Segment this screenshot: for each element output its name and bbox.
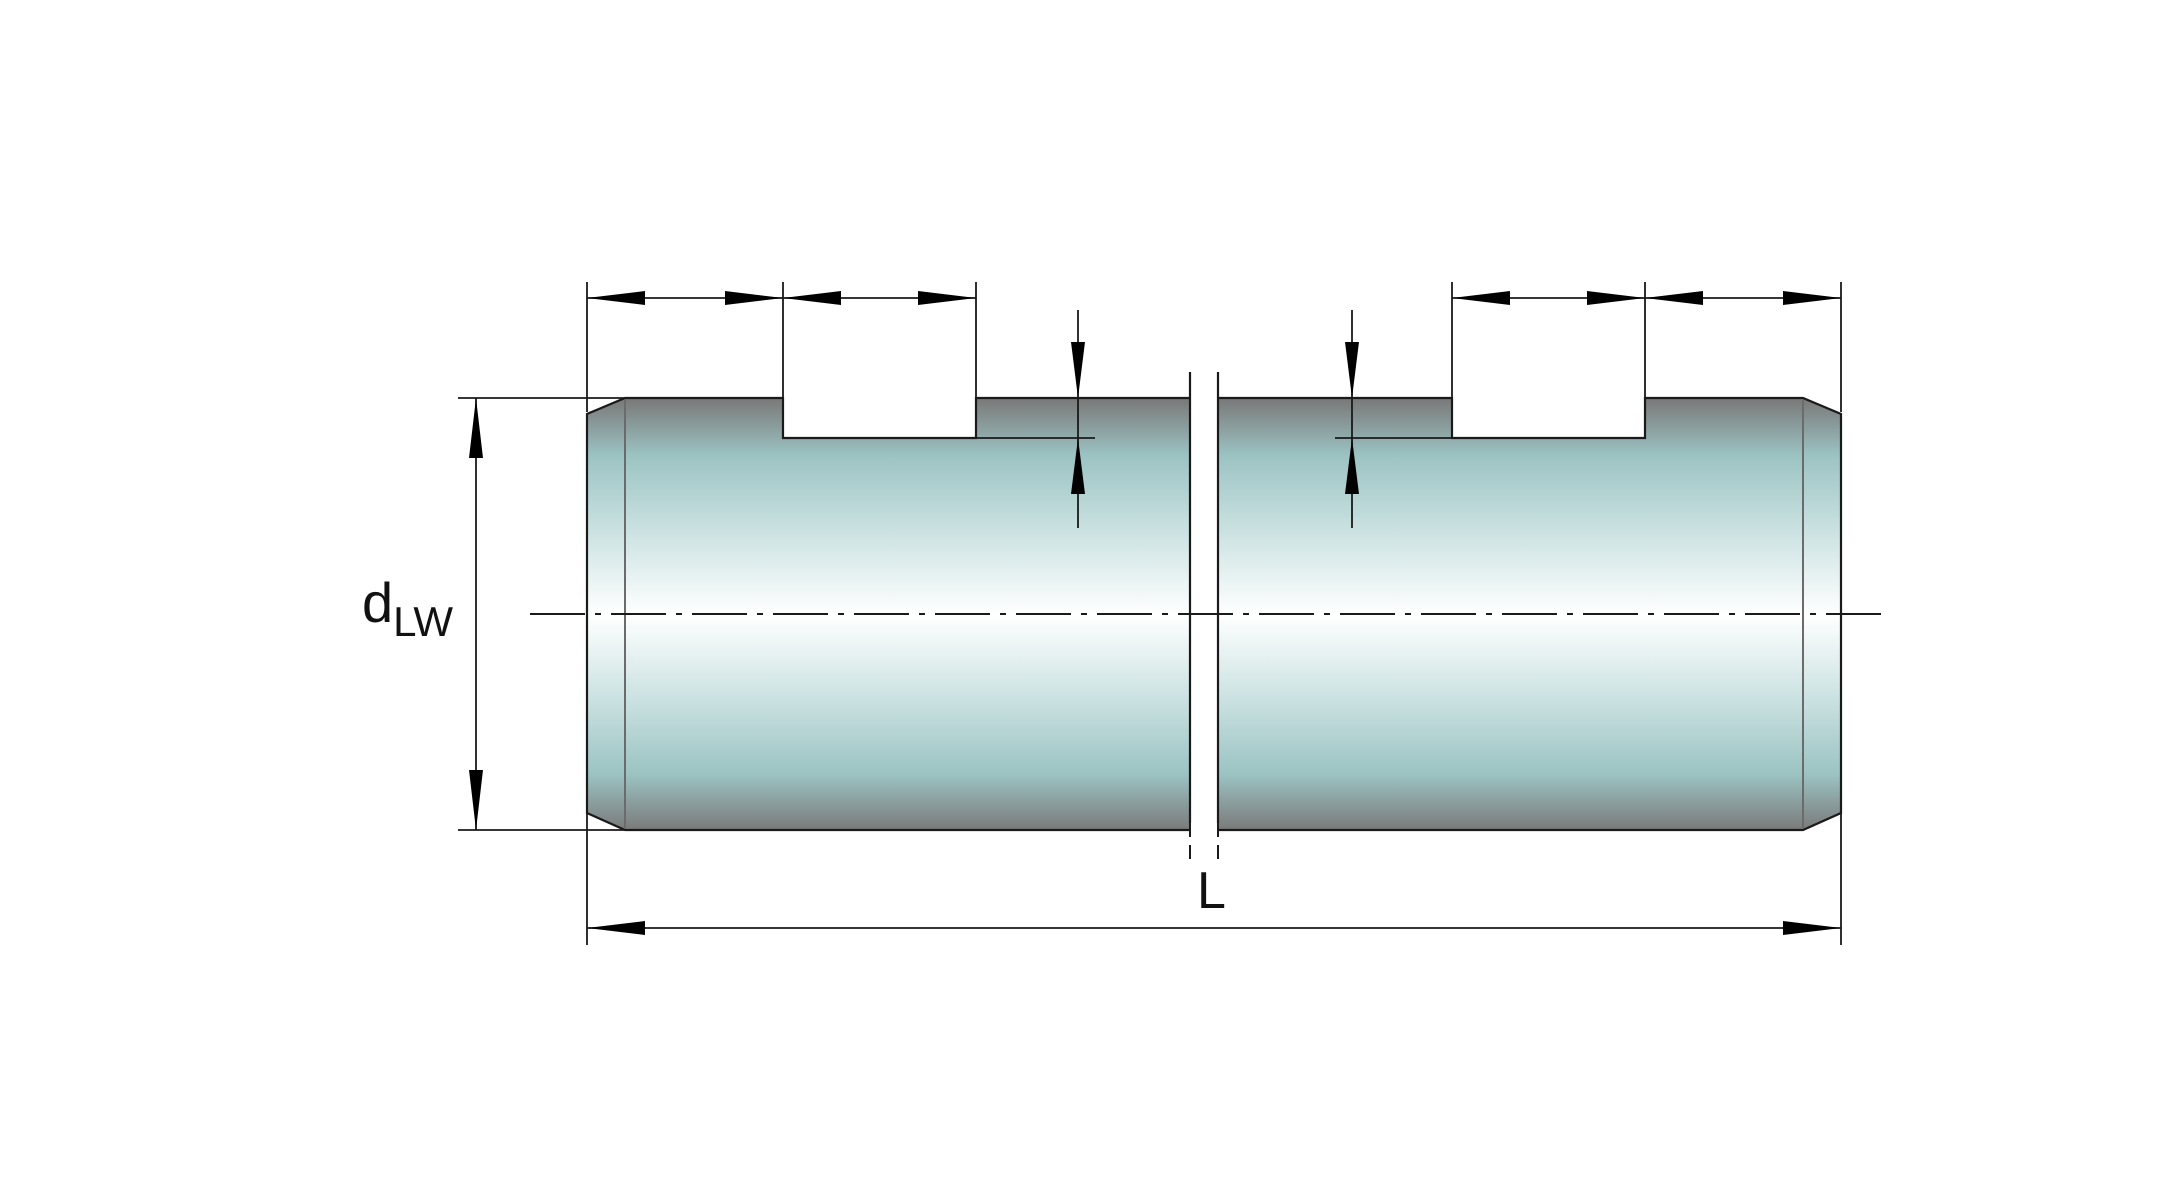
arrowhead (1645, 291, 1703, 305)
arrowhead (1071, 342, 1085, 398)
arrowhead (1783, 291, 1841, 305)
arrowhead (783, 291, 841, 305)
arrowhead (1587, 291, 1645, 305)
length-label: L (1197, 862, 1226, 920)
diameter-subscript: LW (393, 598, 453, 645)
arrowhead (1345, 438, 1359, 494)
arrowhead (469, 398, 483, 458)
diameter-label: dLW (362, 571, 453, 645)
arrowhead (918, 291, 976, 305)
arrowhead (1452, 291, 1510, 305)
roller-left-outline (585, 396, 1190, 832)
arrowhead (587, 291, 645, 305)
arrowhead (1783, 921, 1841, 935)
arrowhead (469, 770, 483, 830)
arrowhead (1071, 438, 1085, 494)
roller-right-outline (1218, 396, 1843, 832)
arrowhead (1345, 342, 1359, 398)
arrowhead (725, 291, 783, 305)
arrowhead (587, 921, 645, 935)
diameter-symbol: d (362, 571, 393, 634)
